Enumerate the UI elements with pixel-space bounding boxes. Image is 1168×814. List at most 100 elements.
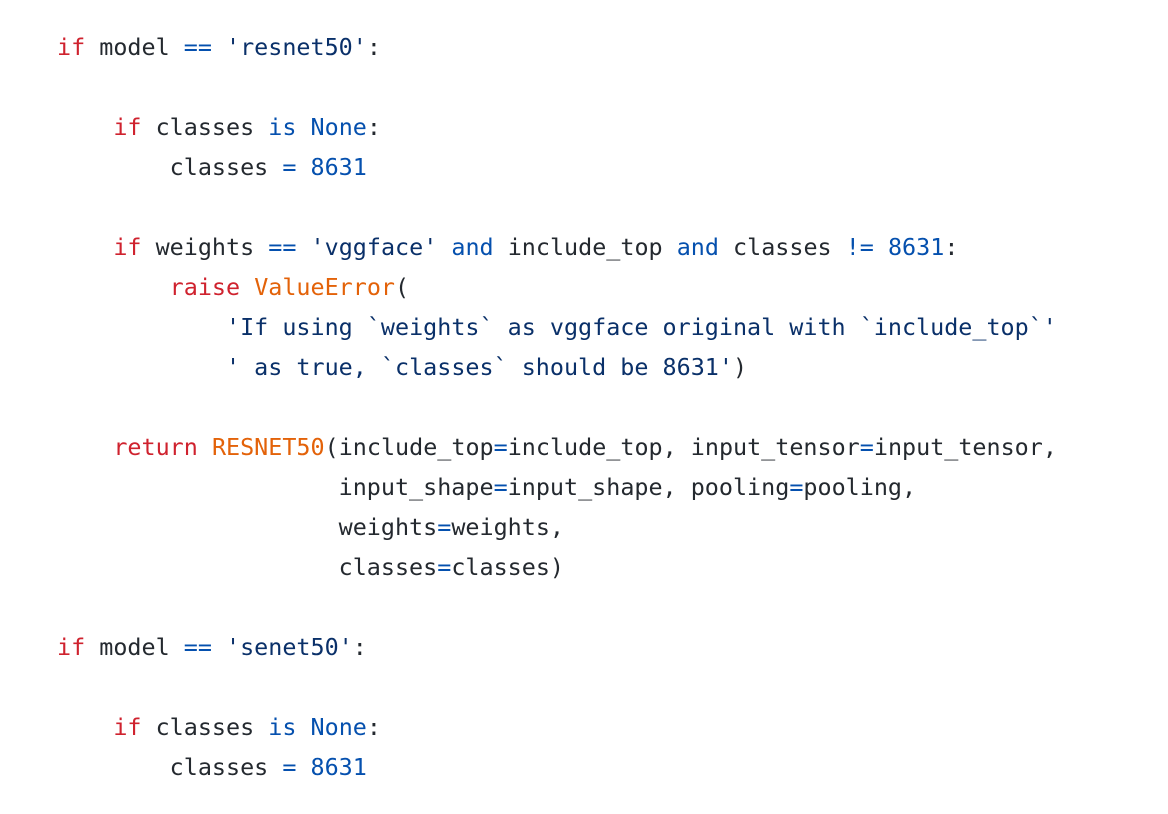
- code-line: 'If using `weights` as vggface original …: [57, 307, 1057, 347]
- code-token-operator: =: [493, 433, 508, 461]
- code-token-identifier: classes: [141, 113, 269, 141]
- code-token-operator: =: [282, 153, 297, 181]
- code-line: classes=classes): [57, 547, 1057, 587]
- code-token-punctuation: :: [366, 113, 381, 141]
- code-token-operator: =: [437, 513, 452, 541]
- code-token-literal: None: [310, 113, 367, 141]
- code-token-operator: and: [676, 233, 719, 261]
- code-token-identifier: [296, 233, 310, 261]
- code-token-identifier: [57, 233, 113, 261]
- code-token-operator: ==: [183, 33, 212, 61]
- code-token-operator: =: [437, 553, 452, 581]
- code-token-operator: ==: [268, 233, 297, 261]
- code-token-identifier: weights,: [451, 513, 564, 541]
- code-line: classes = 8631: [57, 747, 1057, 787]
- code-token-operator: =: [859, 433, 874, 461]
- code-token-identifier: [437, 233, 451, 261]
- code-line: [57, 587, 1057, 627]
- code-token-identifier: classes: [141, 713, 269, 741]
- code-token-punctuation: (: [395, 273, 410, 301]
- code-token-operator: !=: [845, 233, 874, 261]
- code-token-function-name: RESNET50: [211, 433, 325, 461]
- code-token-literal: 8631: [310, 753, 367, 781]
- code-token-operator: =: [493, 473, 508, 501]
- code-token-keyword: if: [113, 713, 142, 741]
- code-token-identifier: classes: [57, 753, 283, 781]
- code-token-keyword: if: [57, 33, 86, 61]
- code-line: [57, 187, 1057, 227]
- code-token-identifier: model: [85, 633, 184, 661]
- code-token-keyword: if: [113, 233, 142, 261]
- code-line: if model == 'senet50':: [57, 627, 1057, 667]
- code-token-identifier: include_top, input_tensor: [507, 433, 860, 461]
- code-line: ' as true, `classes` should be 8631'): [57, 347, 1057, 387]
- code-token-string-literal: 'If using `weights` as vggface original …: [226, 313, 1057, 341]
- code-token-operator: is: [268, 113, 297, 141]
- code-token-string-literal: ' as true, `classes` should be 8631': [226, 353, 733, 381]
- code-block[interactable]: if model == 'resnet50': if classes is No…: [57, 27, 1057, 787]
- code-token-punctuation: :: [366, 33, 381, 61]
- code-token-identifier: pooling,: [803, 473, 917, 501]
- code-token-operator: and: [451, 233, 494, 261]
- code-token-function-name: ValueError: [254, 273, 396, 301]
- code-token-literal: 8631: [310, 153, 367, 181]
- code-token-identifier: [57, 713, 113, 741]
- code-token-identifier: classes: [57, 553, 438, 581]
- code-token-punctuation: :: [944, 233, 959, 261]
- code-token-keyword: return: [113, 433, 198, 461]
- code-token-identifier: [57, 113, 113, 141]
- code-line: weights=weights,: [57, 507, 1057, 547]
- code-line: [57, 387, 1057, 427]
- code-token-literal: None: [310, 713, 367, 741]
- code-line: [57, 667, 1057, 707]
- code-line: if weights == 'vggface' and include_top …: [57, 227, 1057, 267]
- code-token-identifier: input_shape: [57, 473, 494, 501]
- code-token-operator: ==: [183, 633, 212, 661]
- code-token-punctuation: ): [549, 553, 564, 581]
- code-token-identifier: [57, 273, 170, 301]
- code-line: classes = 8631: [57, 147, 1057, 187]
- code-token-identifier: [874, 233, 888, 261]
- code-token-operator: =: [282, 753, 297, 781]
- code-token-identifier: include_top: [338, 433, 494, 461]
- code-line: input_shape=input_shape, pooling=pooling…: [57, 467, 1057, 507]
- code-token-identifier: [57, 313, 226, 341]
- code-token-operator: is: [268, 713, 297, 741]
- code-token-string-literal: 'resnet50': [226, 33, 367, 61]
- code-token-string-literal: 'senet50': [226, 633, 353, 661]
- code-token-identifier: weights: [141, 233, 269, 261]
- code-token-literal: 8631: [887, 233, 945, 261]
- code-token-identifier: [296, 113, 310, 141]
- code-token-string-literal: 'vggface': [310, 233, 438, 261]
- code-token-identifier: [296, 153, 310, 181]
- code-line: [57, 67, 1057, 107]
- code-token-identifier: classes: [451, 553, 550, 581]
- code-token-identifier: [296, 753, 310, 781]
- code-token-identifier: classes: [57, 153, 283, 181]
- code-token-punctuation: :: [352, 633, 367, 661]
- code-token-punctuation: (: [324, 433, 339, 461]
- code-token-punctuation: ): [732, 353, 748, 381]
- code-token-identifier: [57, 433, 113, 461]
- code-token-identifier: input_shape, pooling: [507, 473, 790, 501]
- code-token-identifier: classes: [718, 233, 846, 261]
- code-line: raise ValueError(: [57, 267, 1057, 307]
- code-line: return RESNET50(include_top=include_top,…: [57, 427, 1057, 467]
- code-token-identifier: [212, 633, 226, 661]
- code-token-identifier: include_top: [493, 233, 677, 261]
- code-token-identifier: [212, 33, 226, 61]
- code-line: if model == 'resnet50':: [57, 27, 1057, 67]
- code-token-identifier: [296, 713, 310, 741]
- code-token-keyword: raise: [169, 273, 241, 301]
- code-token-identifier: [57, 353, 226, 381]
- code-line: if classes is None:: [57, 707, 1057, 747]
- code-token-identifier: weights: [57, 513, 438, 541]
- code-token-identifier: [198, 433, 212, 461]
- code-token-identifier: model: [85, 33, 184, 61]
- code-token-keyword: if: [57, 633, 86, 661]
- code-token-operator: =: [789, 473, 804, 501]
- code-token-punctuation: :: [366, 713, 381, 741]
- code-token-identifier: input_tensor,: [873, 433, 1057, 461]
- code-token-identifier: [240, 273, 254, 301]
